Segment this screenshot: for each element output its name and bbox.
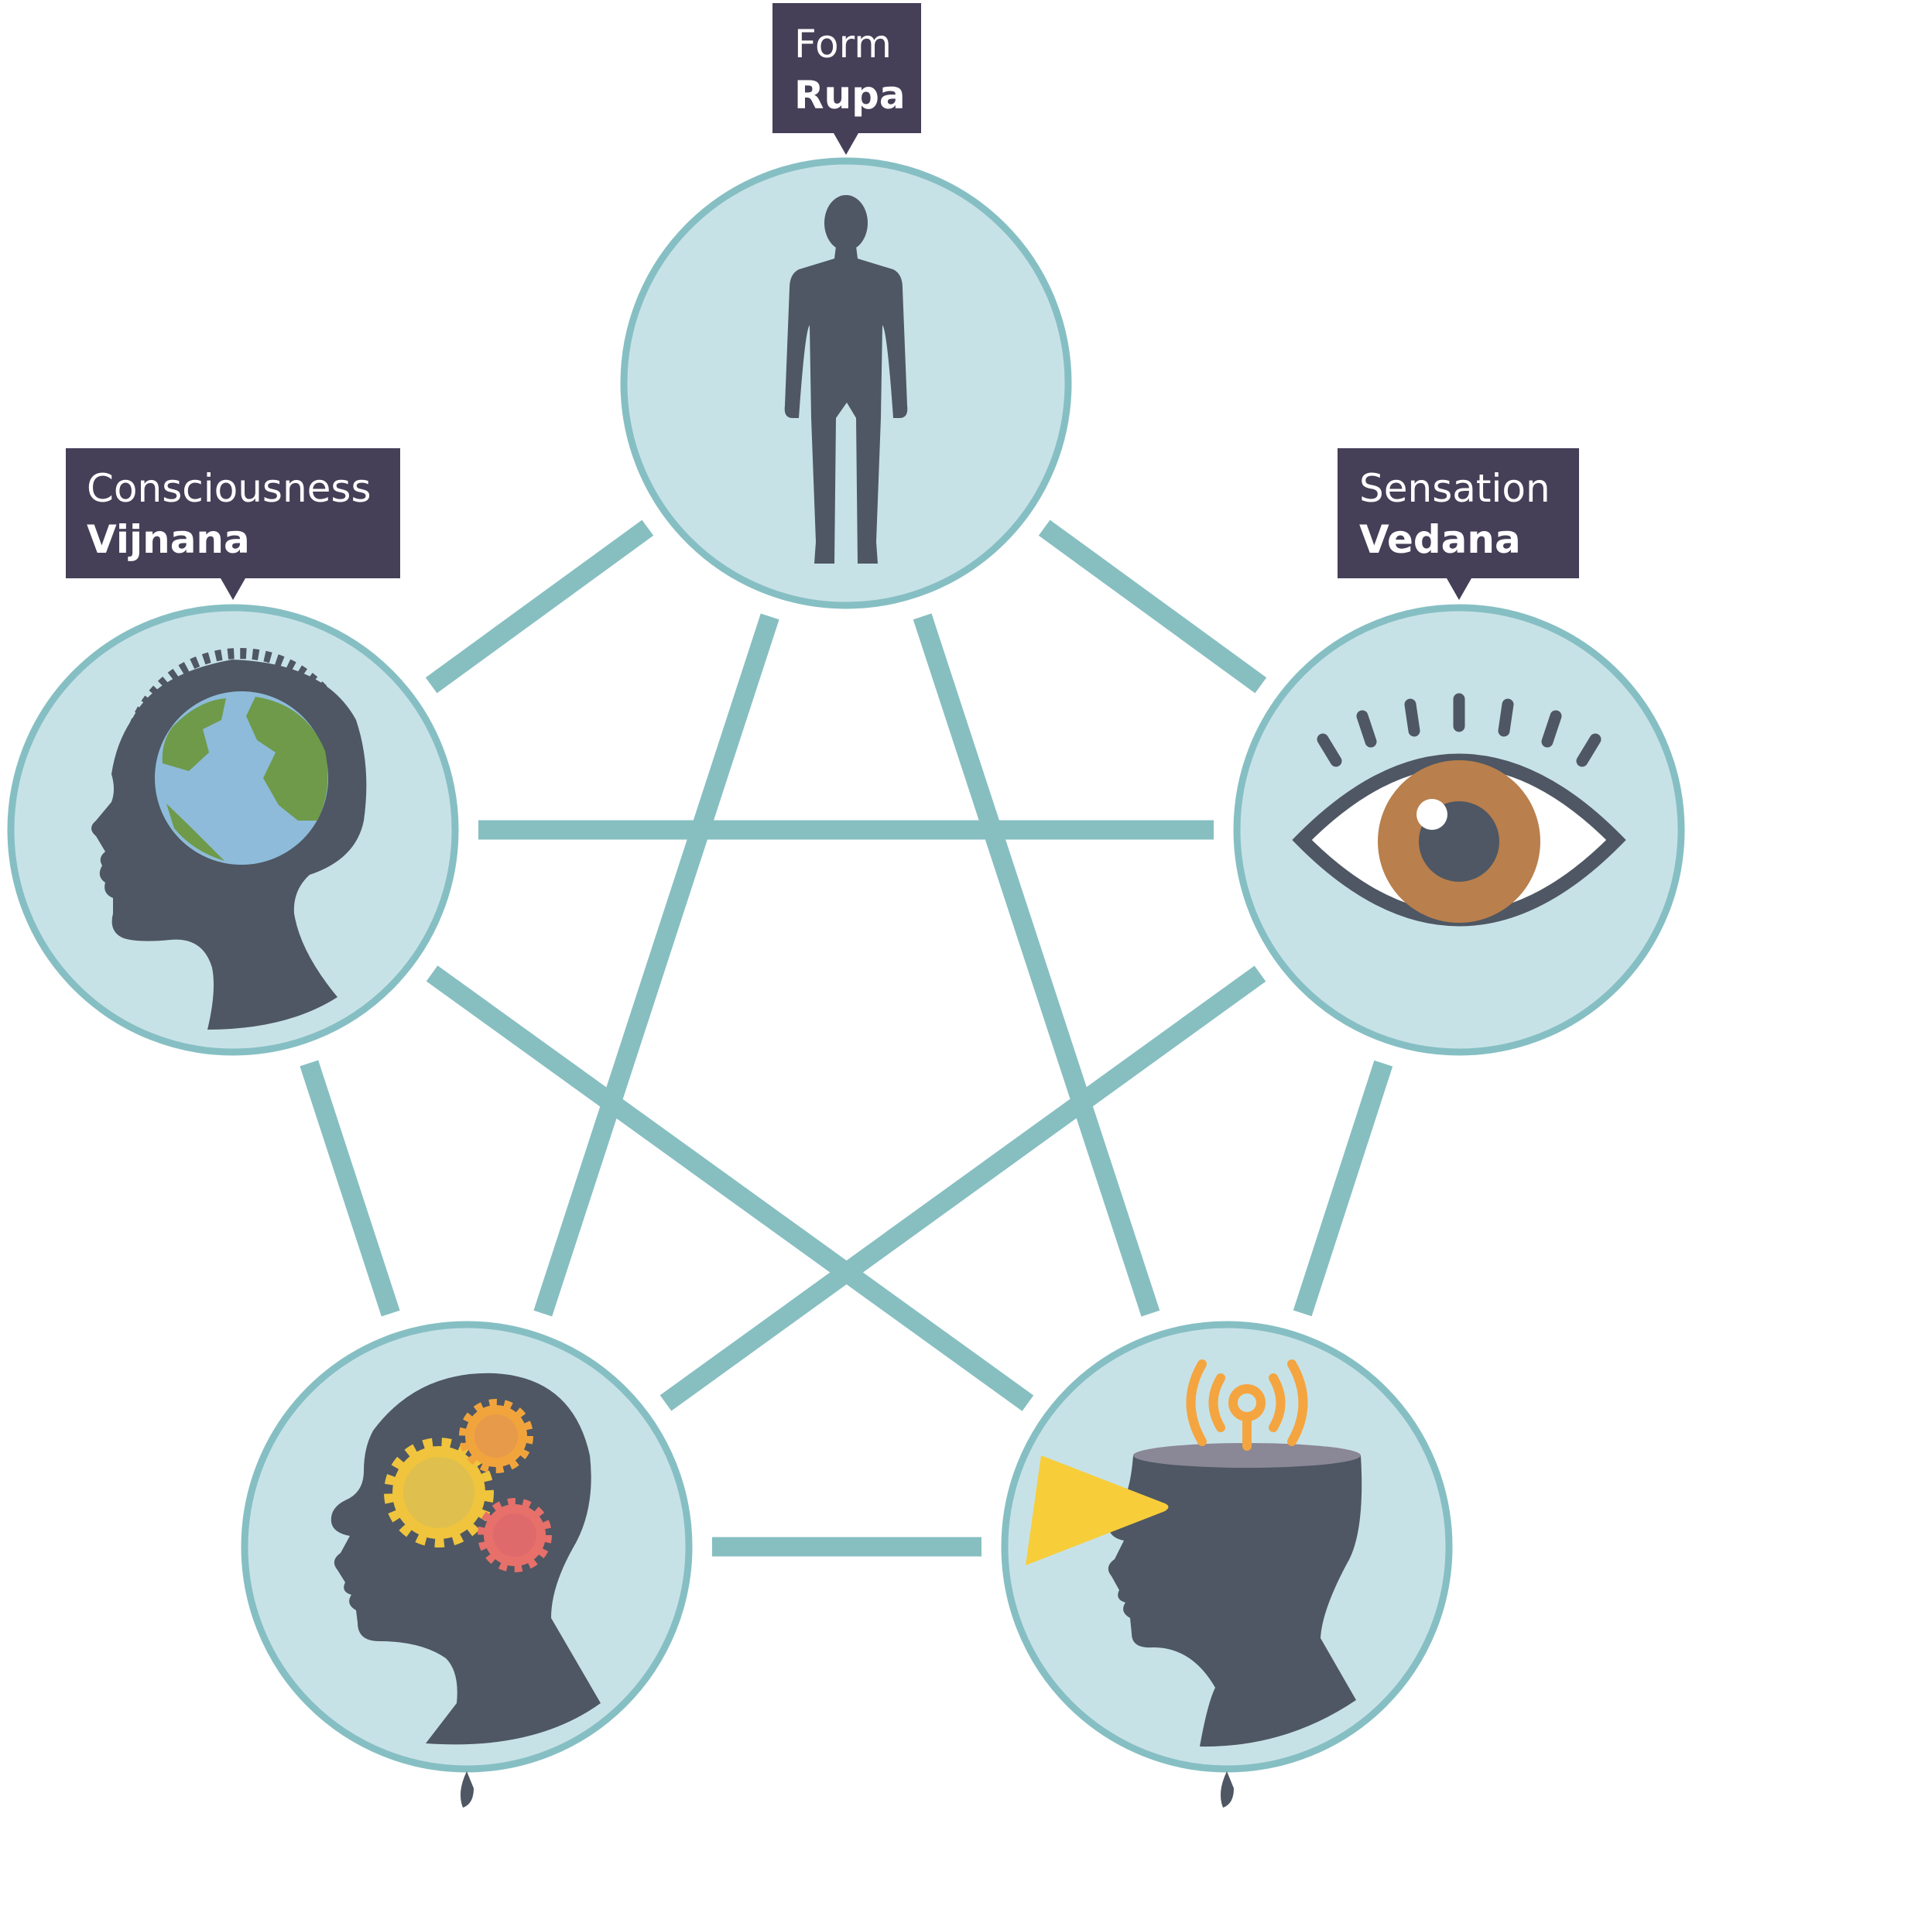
open-head-silhouette: [1108, 1455, 1362, 1747]
label-consciousness-line1: Consciousness: [87, 466, 372, 511]
antenna-signal-icon: [1186, 1359, 1308, 1451]
node-sensation[interactable]: [1233, 604, 1685, 1056]
edge-mental-formations-consciousness: [300, 1060, 400, 1317]
light-beam: [1026, 1455, 1169, 1565]
globe-icon: [155, 691, 328, 865]
head-opening: [1133, 1443, 1361, 1468]
edge-form-sensation: [1038, 519, 1267, 694]
label-form-line1: Form: [794, 22, 892, 67]
edges-layer: [300, 519, 1393, 1557]
edge-form-mental-formations: [533, 613, 779, 1317]
node-mental-formations[interactable]: [241, 1321, 693, 1808]
globe-land-right: [246, 697, 328, 821]
gear-red-icon: [478, 1498, 552, 1572]
edge-form-perception: [913, 613, 1160, 1317]
head-signal-icon: [1026, 1359, 1362, 1808]
edge-consciousness-form: [425, 519, 654, 694]
label-sensation: Sensation Vedana: [1338, 448, 1579, 600]
node-consciousness[interactable]: [7, 604, 459, 1056]
globe-land-bottom: [166, 804, 224, 861]
head-gears-icon: [331, 1373, 601, 1808]
label-sensation-line2: Vedana: [1359, 517, 1521, 562]
edge-consciousness-perception: [426, 965, 1034, 1411]
eye-highlight: [1416, 799, 1447, 830]
afro-hair-texture: [122, 648, 358, 885]
label-consciousness-line2: Vijnana: [87, 517, 250, 562]
label-form-line2: Rupa: [794, 73, 906, 118]
globe-land-left: [162, 698, 226, 771]
human-figure-icon: [784, 195, 908, 564]
drip-mark: [1220, 1771, 1234, 1808]
label-consciousness: Consciousness Vijnana: [66, 448, 400, 600]
gear-orange-icon: [459, 1399, 533, 1473]
node-perception[interactable]: [1001, 1321, 1453, 1808]
drip-mark: [460, 1771, 474, 1808]
eye-icon: [1292, 693, 1626, 927]
edge-sensation-perception: [1293, 1060, 1393, 1317]
eyelash-marks: [1317, 693, 1601, 767]
head-globe-icon: [91, 648, 367, 1030]
node-form[interactable]: [620, 157, 1072, 609]
gear-yellow-icon: [384, 1438, 494, 1548]
label-form: Form Rupa: [772, 3, 921, 155]
label-sensation-line1: Sensation: [1359, 466, 1550, 511]
edge-sensation-mental-formations: [659, 965, 1266, 1411]
